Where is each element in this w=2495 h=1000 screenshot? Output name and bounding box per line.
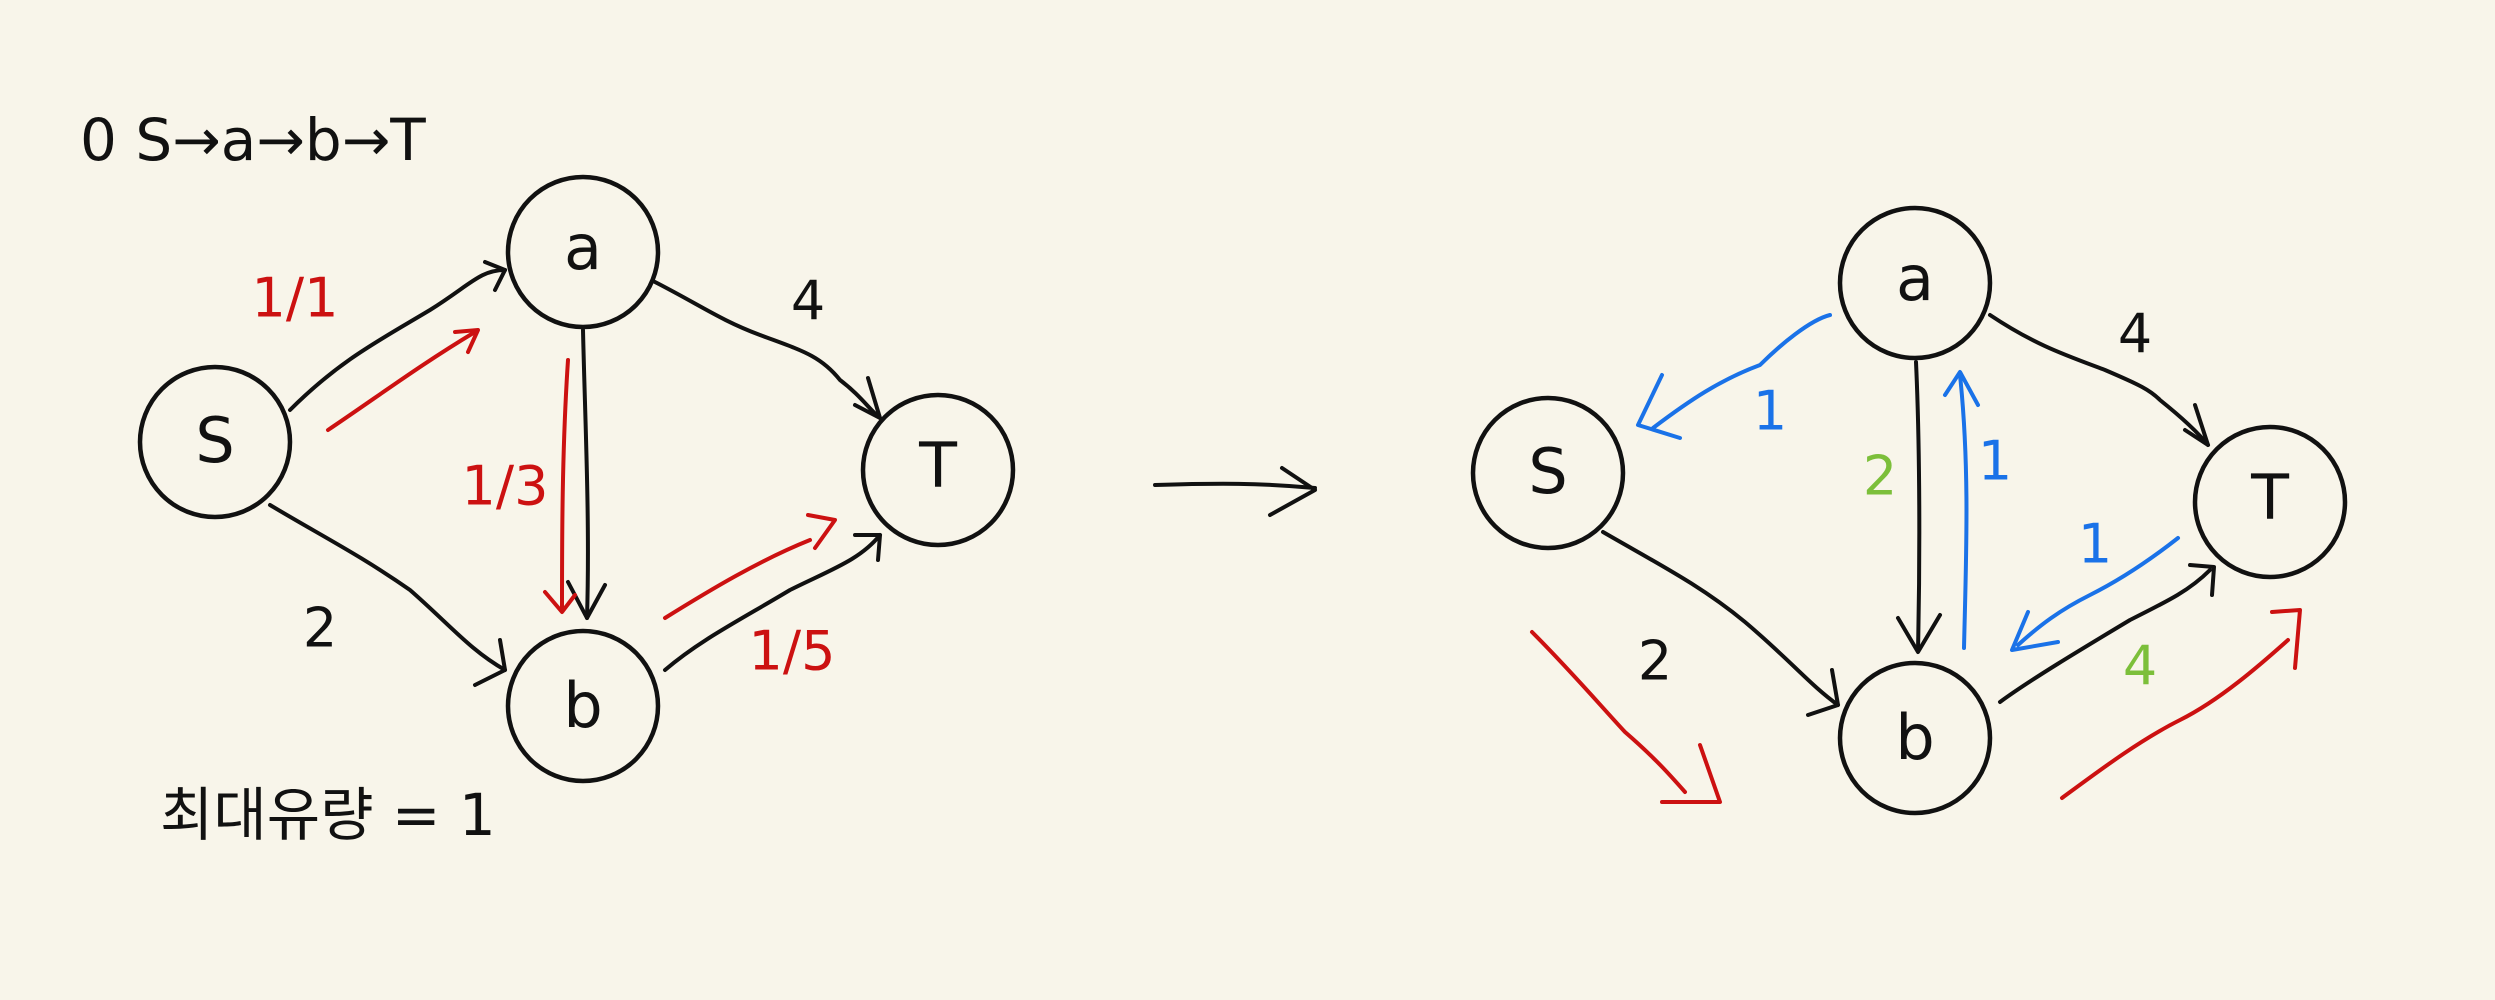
right-weight-a-t: 4 [2118, 303, 2152, 366]
left-edge-b-t [663, 533, 882, 672]
right-residual-t-b [2016, 536, 2180, 647]
right-weight-a-b: 2 [1863, 445, 1897, 508]
right-flow-b-t-head [2270, 608, 2302, 670]
left-flow-b-t-head [806, 513, 837, 550]
left-flow-a-b [560, 358, 570, 612]
left-node-b [505, 628, 661, 784]
right-edge-a-t-head [2183, 403, 2210, 447]
left-node-t [860, 392, 1016, 548]
right-edge-s-b [1601, 530, 1840, 707]
right-graph: S a T b 1 4 2 1 2 1 4 [1470, 205, 2348, 816]
right-residual-b-a-head [1943, 370, 1980, 407]
right-edge-s-b-head [1806, 668, 1840, 717]
left-flow-a-b-head [543, 590, 577, 614]
right-node-b-label: b [1895, 701, 1934, 774]
right-edge-a-t [1988, 313, 2210, 447]
right-node-t [2192, 424, 2348, 580]
right-node-t-label: T [2250, 461, 2290, 534]
left-node-a-label: a [564, 211, 602, 284]
right-weight-t-b: 1 [2078, 513, 2112, 576]
right-edge-b-t-head [2188, 563, 2216, 597]
left-weight-a-b: 1/3 [462, 455, 549, 518]
path-note: 0 S→a→b→T [80, 106, 426, 174]
right-node-a [1837, 205, 1993, 361]
left-edge-s-a [288, 268, 507, 412]
right-flow-s-b-head [1660, 743, 1722, 804]
right-node-b [1837, 660, 1993, 816]
right-weight-b-t: 4 [2123, 635, 2157, 698]
left-edge-s-b-head [473, 638, 507, 687]
left-weight-a-t: 4 [791, 270, 825, 333]
right-node-a-label: a [1896, 242, 1934, 315]
result-note: 최대유량 = 1 [160, 781, 496, 849]
right-weight-s-b: 2 [1638, 630, 1672, 693]
right-residual-a-s [1651, 313, 1832, 430]
left-edge-a-t [653, 280, 882, 420]
right-edge-a-b-head [1896, 613, 1942, 654]
left-edge-a-b [581, 328, 590, 620]
left-weight-s-b: 2 [303, 597, 337, 660]
left-edge-b-t-head [853, 533, 882, 562]
right-residual-t-b-head [2010, 610, 2060, 652]
left-graph: S a T b 1/1 4 1/3 2 1/5 [137, 174, 1016, 784]
right-flow-s-b [1530, 630, 1687, 794]
right-residual-b-a [1958, 373, 1969, 650]
left-flow-s-a [326, 330, 477, 432]
right-residual-a-s-head [1636, 373, 1682, 440]
left-flow-s-a-head [453, 328, 480, 354]
right-edge-b-t [1998, 568, 2212, 704]
transition-arrow [1153, 481, 1317, 490]
left-edge-s-a-head [483, 260, 507, 292]
left-weight-b-t: 1/5 [749, 620, 836, 683]
right-node-s [1470, 395, 1626, 551]
left-weight-s-a: 1/1 [252, 267, 339, 330]
right-edge-a-b [1914, 360, 1922, 652]
left-node-s [137, 364, 293, 520]
left-edge-a-t-head [853, 376, 882, 420]
right-weight-a-s: 1 [1753, 380, 1787, 443]
right-node-s-label: S [1528, 435, 1567, 508]
left-node-a [505, 174, 661, 330]
left-flow-b-t [663, 538, 812, 620]
right-weight-b-a: 1 [1978, 430, 2012, 493]
left-node-b-label: b [563, 669, 602, 742]
left-node-t-label: T [918, 429, 958, 502]
left-node-s-label: S [195, 404, 234, 477]
right-flow-b-t [2060, 638, 2290, 800]
left-edge-s-b [268, 503, 507, 672]
transition-arrow-head [1268, 466, 1317, 517]
